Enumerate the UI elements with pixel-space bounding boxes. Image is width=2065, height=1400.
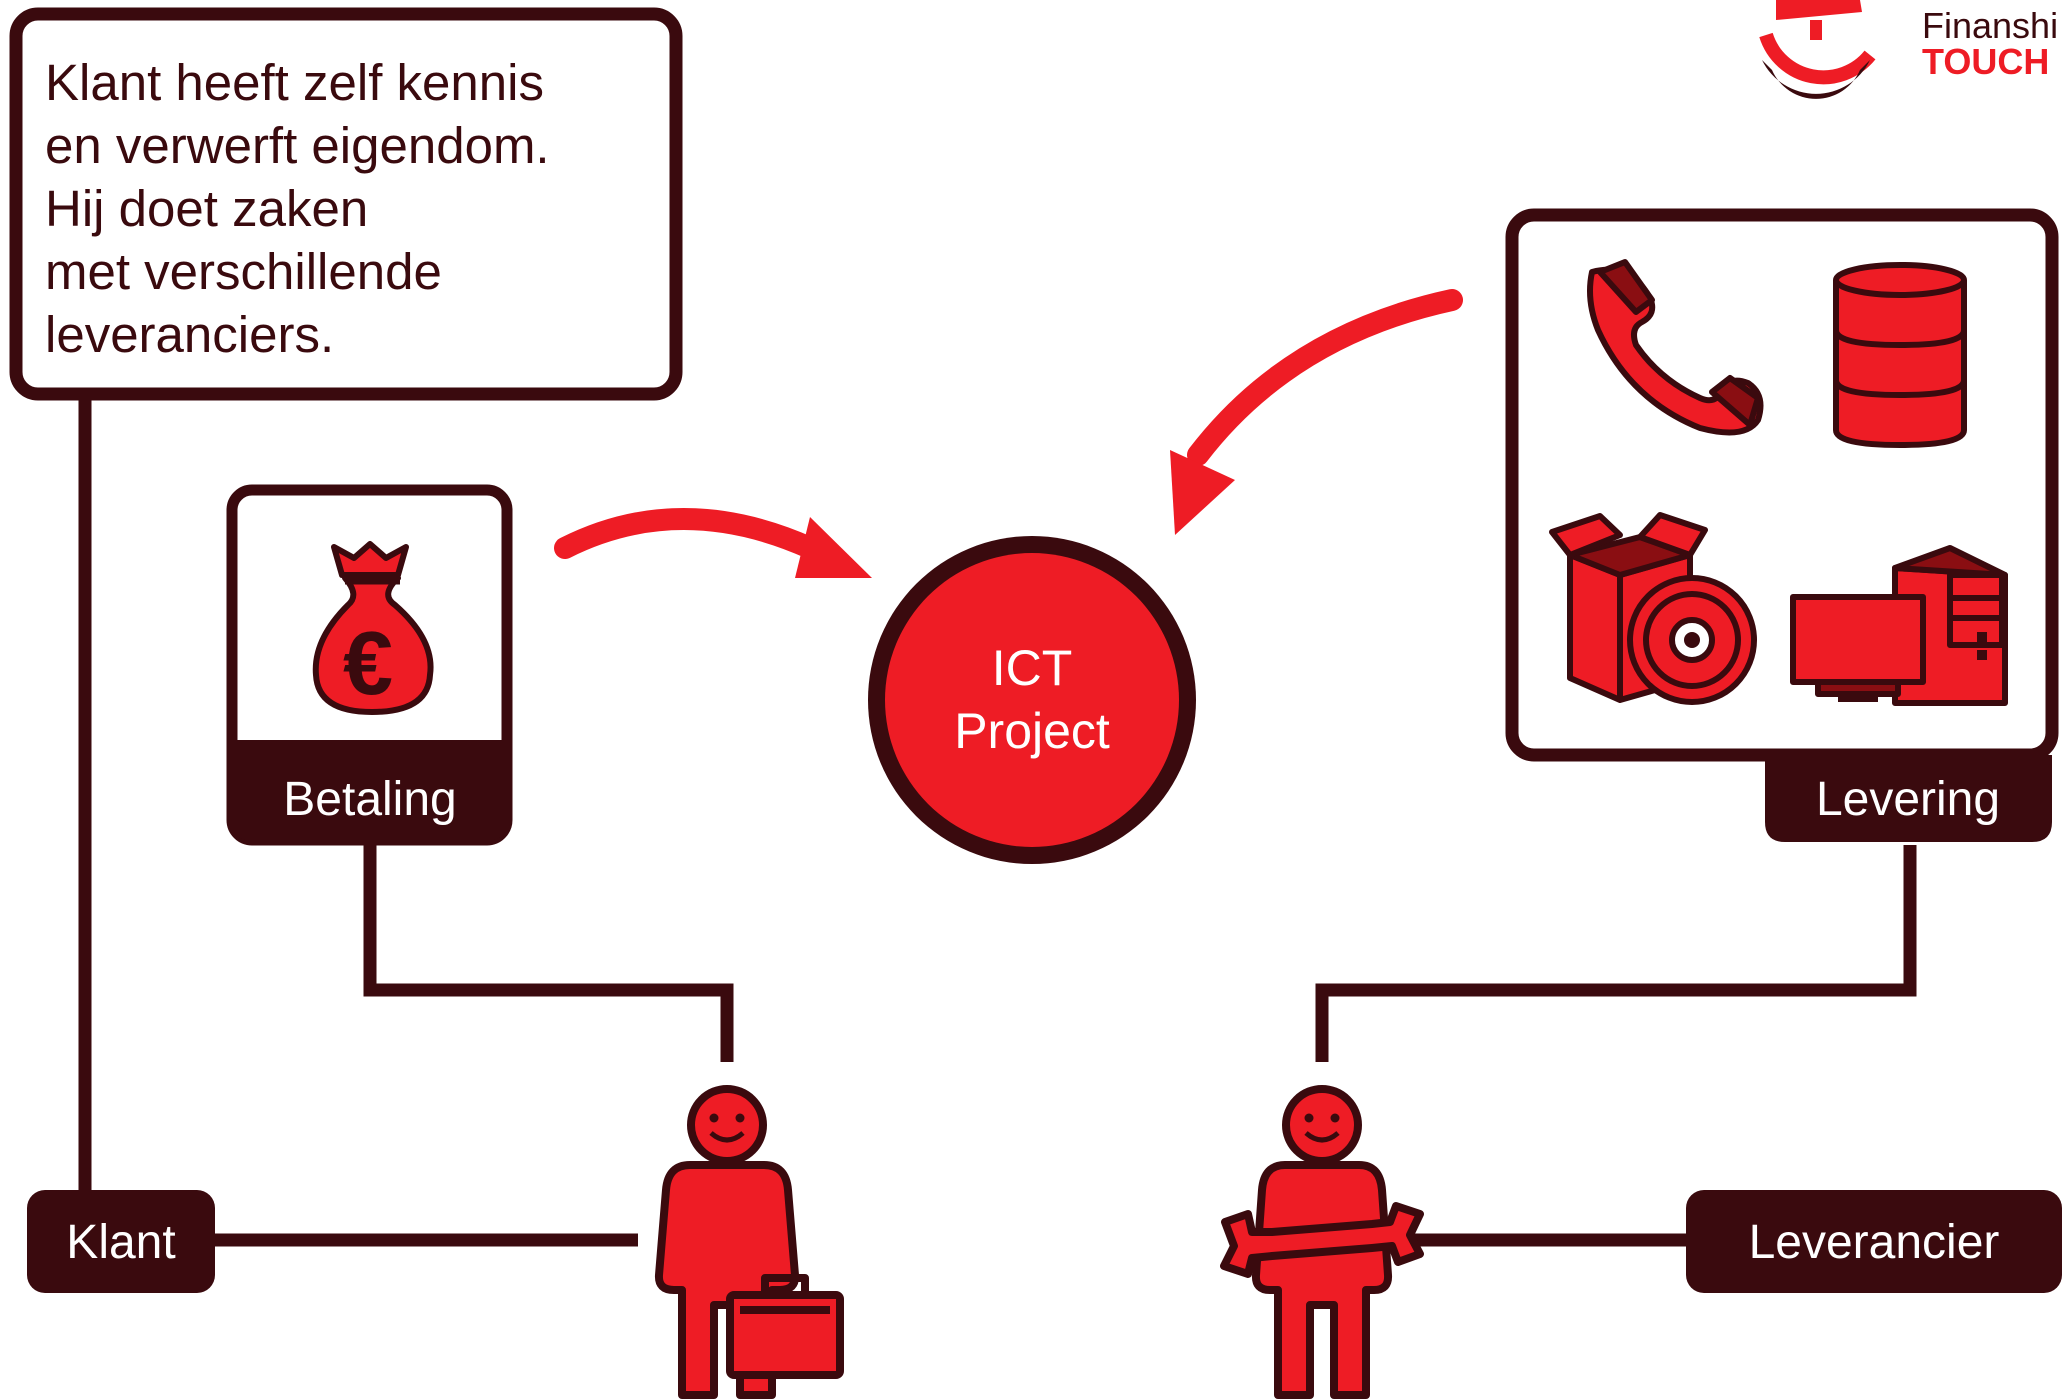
betaling-person-connector — [363, 840, 734, 1062]
ict-project-line-2: Project — [954, 703, 1110, 759]
arrow-levering-to-project — [1170, 289, 1463, 535]
connector-lines — [78, 400, 1917, 1247]
logo-mark-icon — [1759, 0, 1876, 99]
logo-text-line-1: Finanshi — [1922, 5, 2058, 46]
info-box: Klant heeft zelf kennis en verwerft eige… — [9, 7, 683, 401]
betaling-box: Betaling € — [226, 484, 513, 846]
klant-label-box: Klant — [27, 1190, 215, 1293]
desktop-computer-icon — [1790, 545, 2008, 706]
info-line-5: leveranciers. — [45, 306, 334, 363]
leverancier-label-box: Leverancier — [1686, 1190, 2062, 1293]
euro-money-bag-icon: € — [312, 541, 434, 715]
telephone-icon — [1587, 259, 1764, 436]
euro-sign-icon: € — [343, 614, 393, 714]
person-with-briefcase-icon — [654, 1085, 844, 1399]
ict-project-node: ICT Project — [868, 536, 1196, 864]
levering-label: Levering — [1816, 773, 2000, 826]
logo-text-line-2: TOUCH — [1922, 41, 2049, 82]
levering-box: Levering — [1505, 208, 2059, 842]
info-line-4: met verschillende — [45, 243, 442, 300]
person-with-wrench-icon — [1220, 1085, 1424, 1399]
database-icon — [1833, 262, 1967, 449]
info-line-3: Hij doet zaken — [45, 180, 368, 237]
software-box-disc-icon — [1549, 512, 1757, 705]
levering-person-connector — [1315, 845, 1917, 1062]
info-line-2: en verwerft eigendom. — [45, 117, 550, 174]
ict-project-line-1: ICT — [992, 640, 1073, 696]
brand-logo: Finanshi TOUCH — [1759, 0, 2058, 99]
leverancier-label: Leverancier — [1749, 1216, 2000, 1269]
arrows — [554, 289, 1463, 578]
betaling-label: Betaling — [283, 773, 456, 826]
info-line-1: Klant heeft zelf kennis — [45, 54, 544, 111]
klant-label: Klant — [66, 1216, 175, 1269]
arrow-betaling-to-project — [554, 508, 872, 578]
